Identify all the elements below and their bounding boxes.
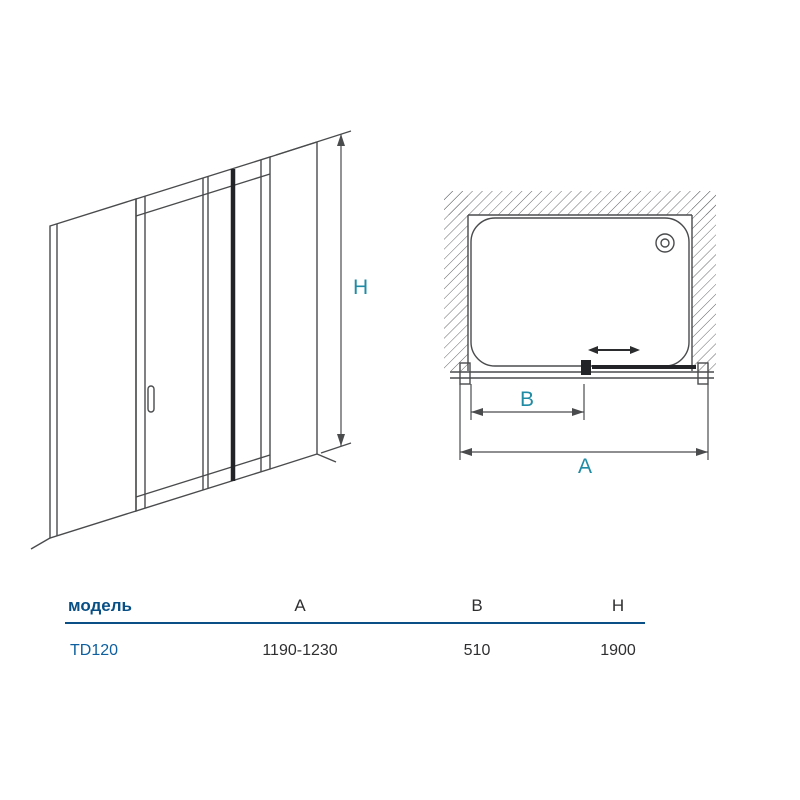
- wall-panel-outline: [49, 198, 137, 539]
- floor-line-left: [30, 537, 51, 550]
- spec-table: модель A B H TD120 1190-1230 510 1900: [0, 588, 800, 688]
- side-panel-bottom-edge: [269, 453, 318, 470]
- table-header-rule: [65, 622, 645, 624]
- table-header-b: B: [471, 596, 483, 615]
- dim-h-arrow-bottom: [337, 434, 345, 446]
- dim-b-arrow-right: [572, 408, 584, 416]
- entry-width-dimension: [470, 384, 585, 420]
- height-dimension: [275, 130, 352, 454]
- dim-a-arrow-left: [460, 448, 472, 456]
- dim-a-label: A: [578, 455, 592, 478]
- dim-b-label: B: [520, 388, 534, 411]
- table-cell-a: 1190-1230: [262, 642, 338, 659]
- dim-h-label: H: [353, 276, 368, 299]
- table-header-h: H: [611, 596, 625, 615]
- dim-h-extension-top: [275, 130, 352, 156]
- wall-profile-left: [459, 362, 471, 385]
- table-cell-model: TD120: [70, 642, 119, 659]
- door-handle: [147, 385, 155, 413]
- table-cell-h: 1900: [600, 642, 636, 659]
- wall-hatch-right: [692, 191, 716, 371]
- drain-icon-inner: [660, 238, 670, 248]
- slide-direction-arrow: [588, 346, 640, 354]
- table-header-model: модель: [68, 596, 133, 615]
- dim-h-arrow-top: [337, 134, 345, 146]
- sliding-panel-handle-plan: [581, 360, 591, 375]
- shower-tray: [470, 217, 690, 367]
- table-header-a: A: [294, 596, 306, 615]
- wall-profile-right: [697, 362, 709, 385]
- wall-hatch-top: [444, 191, 716, 215]
- plan-view: B A: [444, 191, 716, 478]
- wall-hatch-left: [444, 191, 468, 371]
- table-cell-b: 510: [463, 642, 491, 659]
- dim-b-arrow-left: [471, 408, 483, 416]
- drain-icon: [655, 233, 675, 253]
- isometric-front-view: [30, 141, 337, 550]
- dim-a-arrow-right: [696, 448, 708, 456]
- dim-h-extension-bottom: [320, 442, 352, 454]
- floor-line-right: [316, 453, 337, 463]
- overall-width-dimension: [459, 384, 709, 460]
